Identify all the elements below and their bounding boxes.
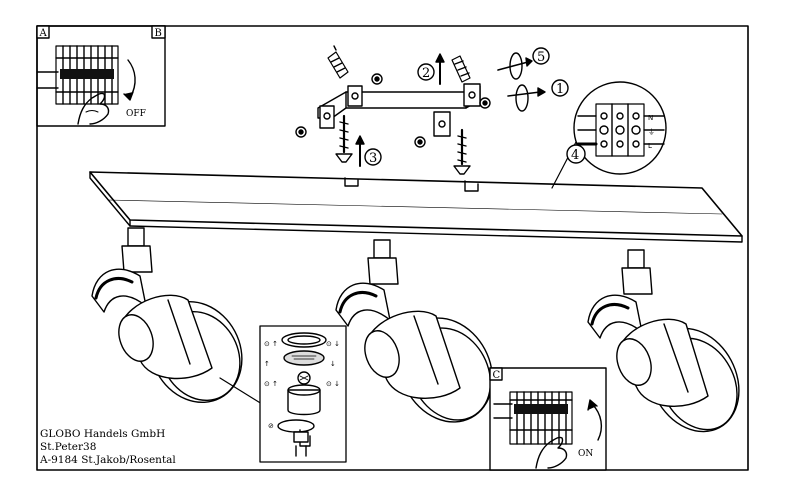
wall-plug-icon xyxy=(451,55,471,83)
panel-c-label: C xyxy=(493,370,501,381)
nut-icon xyxy=(414,136,426,148)
step-5-marker: 5 xyxy=(497,47,550,80)
breaker-strip-icon xyxy=(493,391,573,445)
nut-icon xyxy=(479,97,491,109)
panel-ab-switch-off: A B OFF xyxy=(36,25,166,127)
spotlight-1 xyxy=(91,227,243,404)
nut-icon xyxy=(371,73,383,85)
company-street: St.Peter38 xyxy=(40,441,97,453)
switch-off-arrow-icon xyxy=(127,59,136,99)
panel-c-switch-on: C ON xyxy=(489,367,607,471)
connector-detail: N ⏚ L 4 xyxy=(551,81,667,189)
on-label: ON xyxy=(578,449,593,459)
panel-b-label: B xyxy=(155,28,162,39)
breaker-strip-icon xyxy=(36,45,119,105)
svg-text:⊙ ↓: ⊙ ↓ xyxy=(326,340,340,348)
step-3-number: 3 xyxy=(369,151,377,166)
screw-icon xyxy=(335,114,353,163)
terminal-l-label: L xyxy=(648,142,652,150)
panel-a-label: A xyxy=(39,28,48,39)
step-5-number: 5 xyxy=(537,50,545,65)
svg-text:⊙ ↑: ⊙ ↑ xyxy=(264,380,278,388)
svg-text:⊙ ↑: ⊙ ↑ xyxy=(264,340,278,348)
terminal-earth-label: ⏚ xyxy=(648,128,655,136)
company-city: A-9184 St.Jakob/Rosental xyxy=(40,454,176,466)
spotlight-3 xyxy=(587,249,740,433)
svg-text:↑: ↑ xyxy=(264,360,270,368)
svg-text:⊘: ⊘ xyxy=(268,422,274,430)
step-4-number: 4 xyxy=(571,148,579,163)
screw-icon xyxy=(453,128,471,175)
canopy-bar xyxy=(89,171,743,243)
hand-icon xyxy=(535,436,568,469)
step-2-number: 2 xyxy=(422,66,430,81)
diagram-frame xyxy=(36,25,749,471)
manufacturer-address: GLOBO Handels GmbH St.Peter38 A-9184 St.… xyxy=(40,428,176,467)
terminal-n-label: N xyxy=(648,114,653,122)
step-1-marker: 1 xyxy=(507,79,569,112)
svg-text:↓: ↓ xyxy=(330,360,336,368)
nut-icon xyxy=(295,126,307,138)
mounting-bracket xyxy=(317,83,481,137)
bulb-exploded-detail: ⊙ ↑ ⊙ ↓ ↑ ↓ ⊙ ↑ ⊙ ↓ ⊘ xyxy=(219,325,347,463)
hand-icon xyxy=(77,92,110,125)
step-3-marker: 3 xyxy=(355,135,382,167)
wall-plug-icon xyxy=(327,45,349,79)
step-2-marker: 2 xyxy=(417,53,445,85)
spotlight-2 xyxy=(335,239,494,423)
step-1-number: 1 xyxy=(556,82,564,97)
svg-text:⊙ ↓: ⊙ ↓ xyxy=(326,380,340,388)
company-name: GLOBO Handels GmbH xyxy=(40,428,166,440)
off-label: OFF xyxy=(126,109,146,119)
